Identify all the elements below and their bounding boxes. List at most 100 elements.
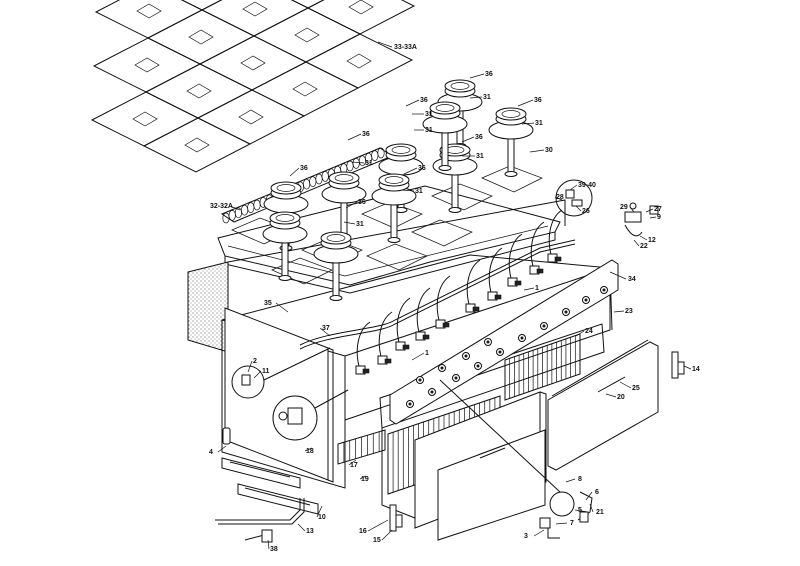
front-door-right [547, 339, 659, 471]
burner-cap [320, 231, 352, 245]
burner-cap [328, 171, 360, 185]
callout-label: 31 [476, 153, 484, 160]
grate-cell [92, 37, 202, 93]
burner-base [329, 295, 343, 301]
callout-label: 34 [628, 276, 636, 283]
grate-cell [144, 63, 254, 119]
callout-label: 14 [692, 366, 700, 373]
callout-label: 9 [657, 214, 661, 221]
detail-circle-2 [231, 347, 331, 399]
callout-label: 36 [485, 71, 493, 78]
callout-label: 31 [415, 188, 423, 195]
callout-leader [289, 167, 300, 177]
burner-base [387, 237, 401, 243]
burner-cap-inner [326, 234, 346, 242]
gas-tap-nozzle [402, 344, 410, 350]
strip-ring [377, 147, 385, 159]
callout-label: 16 [359, 528, 367, 535]
burner-venturi [281, 240, 289, 277]
gas-tap-nozzle [442, 322, 450, 328]
callout-leader [554, 196, 563, 201]
grate-cell [196, 89, 306, 145]
callout-label: 11 [262, 368, 270, 375]
callout-leader [345, 201, 358, 209]
callout-leader [403, 167, 418, 175]
callout-label: 31 [483, 94, 491, 101]
burner-well [366, 243, 428, 271]
callout-label: 1 [535, 285, 539, 292]
burner-cap [385, 143, 417, 157]
callout-leader [565, 478, 576, 483]
detail-leader [439, 379, 561, 493]
callout-label: 17 [350, 462, 358, 469]
control-knob-center [408, 402, 412, 406]
callout-label: 31 [535, 120, 543, 127]
front-door-small [437, 429, 546, 541]
callout-label: 35 [264, 300, 272, 307]
burner-base [504, 171, 518, 177]
base-plates [221, 457, 319, 515]
callout-label: 36 [418, 165, 426, 172]
callout-leader [343, 221, 356, 225]
callout-leader [304, 447, 313, 452]
callout-leader [229, 205, 241, 211]
callout-label: 19 [361, 476, 369, 483]
grate-cell [198, 35, 308, 91]
callout-label: 1 [425, 350, 429, 357]
callout-label: 15 [373, 537, 381, 544]
callout-label: 36 [475, 134, 483, 141]
control-knobs [406, 286, 608, 408]
gas-pipe [396, 297, 411, 347]
burner-base [438, 165, 452, 171]
control-knob-center [498, 350, 502, 354]
gas-pipe [548, 209, 563, 259]
grate-cell [90, 91, 200, 147]
burner-venturi [390, 202, 398, 239]
control-knob-center [464, 354, 468, 358]
callout-leader [401, 189, 415, 192]
callout-label: 36 [362, 131, 370, 138]
callout-leader [297, 523, 306, 532]
control-knob-center [476, 364, 480, 368]
callout-leader [585, 491, 593, 501]
callout-label: 4 [209, 449, 213, 456]
burner-cap-inner [276, 184, 296, 192]
gas-pipe [466, 259, 481, 309]
callout-leader [316, 505, 323, 518]
burner-venturi [451, 172, 459, 209]
hinge-right [671, 351, 685, 379]
callout-leader [521, 122, 535, 125]
grate-center [346, 53, 372, 69]
callout-label: 12 [648, 237, 656, 244]
callout-leader [469, 96, 483, 99]
burner-cap [378, 173, 410, 187]
grate-cell [306, 0, 416, 35]
callout-label: 30 [545, 147, 553, 154]
callout-label: 27 [654, 206, 662, 213]
callout-label: 23 [625, 308, 633, 315]
control-knob-center [440, 366, 444, 370]
grate-cell [290, 0, 325, 9]
callout-label: 18 [306, 448, 314, 455]
gas-tap-nozzle [472, 306, 480, 312]
burner-cap [444, 79, 476, 93]
burner-cap [429, 101, 461, 115]
callout-leader [639, 235, 648, 241]
callout-label: 21 [596, 509, 604, 516]
burner-cap-inner [501, 110, 521, 118]
grate-cell [142, 117, 252, 173]
callout-leader [461, 136, 475, 143]
grate-cell [250, 61, 360, 117]
burner-cap-inner [450, 82, 470, 90]
callout-leader [351, 161, 365, 164]
callout-labels: 33-33A3636363636363636313131313131313130… [209, 41, 700, 553]
burner-well [481, 165, 543, 193]
grate-center [132, 111, 158, 127]
callout-leader [575, 205, 582, 212]
callout-leader [633, 239, 640, 247]
gas-pipe [488, 247, 503, 297]
control-knob-center [418, 378, 422, 382]
gas-tap-nozzle [536, 268, 544, 274]
